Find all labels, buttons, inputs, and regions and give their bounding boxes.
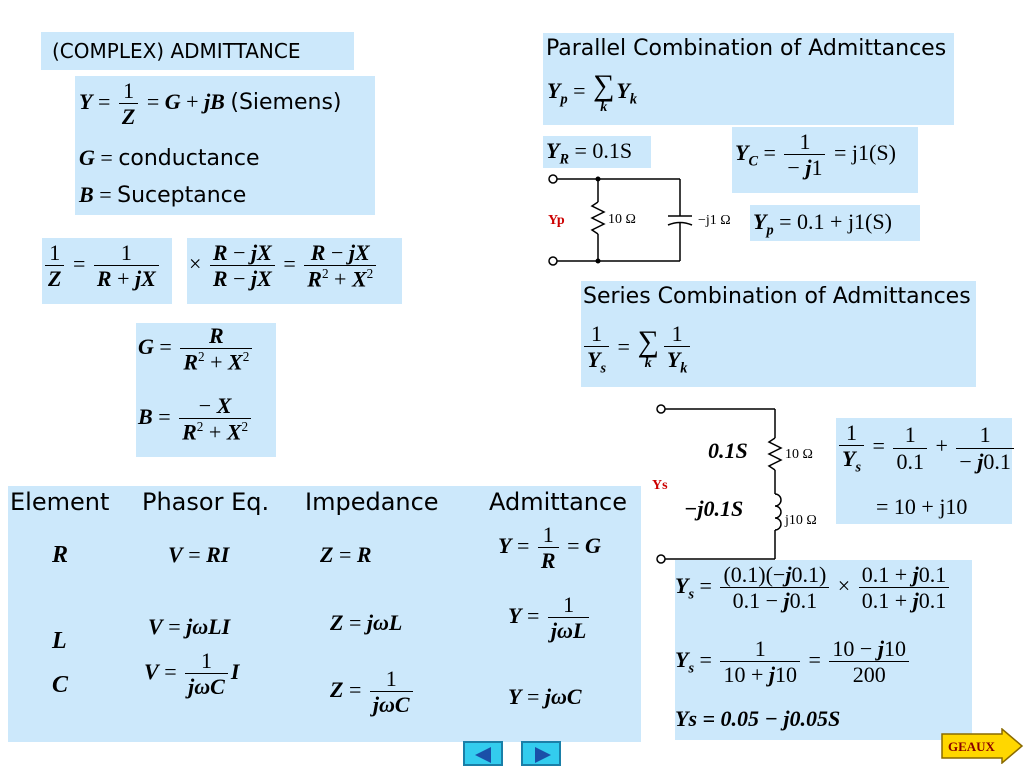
element-l: L (52, 628, 67, 654)
yc-box: YC = 1− j1 = j1(S) (732, 127, 918, 193)
parallel-node-label: Yp (548, 213, 565, 228)
parallel-c-label: −j1 Ω (698, 213, 731, 228)
parallel-circuit: Yp 10 Ω −j1 Ω (548, 174, 731, 266)
geaux-label: GEAUX (948, 739, 996, 754)
yr-box: YR = 0.1S (543, 136, 651, 168)
yp-box: Yp = 0.1 + j1(S) (750, 205, 920, 241)
header-element: Element (10, 488, 110, 516)
phasor-r: V = RI (168, 542, 230, 567)
susceptance-line: B = Suceptance (79, 182, 247, 208)
series-top-value: 0.1S (708, 438, 748, 463)
element-r: R (52, 542, 69, 568)
page-title: (COMPLEX) ADMITTANCE (52, 39, 301, 63)
series-heading: Series Combination of Admittances (583, 284, 971, 309)
yp-value: Yp = 0.1 + j1(S) (753, 209, 892, 239)
series-calc-3: Ys = 0.05 − j0.05S (675, 706, 841, 731)
header-impedance: Impedance (305, 488, 439, 516)
yr-value: YR = 0.1S (546, 138, 633, 168)
yc-value: YC = 1− j1 = j1(S) (735, 129, 896, 181)
impedance-r: Z = R (320, 542, 372, 567)
parallel-heading: Parallel Combination of Admittances (546, 36, 947, 61)
series-circuit: Ys 10 Ω j10 Ω 0.1S −j0.1S (652, 404, 817, 564)
left-arrow-icon (475, 747, 491, 763)
series-sum-result: = 10 + j10 (876, 494, 968, 519)
series-calc-box: Ys = (0.1)(−j0.1)0.1 − j0.1 × 0.1 + j0.1… (675, 560, 972, 740)
series-calc-1: Ys = (0.1)(−j0.1)0.1 − j0.1 × 0.1 + j0.1… (675, 562, 952, 614)
series-node-label: Ys (652, 478, 668, 493)
impedance-l: Z = jωL (330, 610, 403, 635)
header-phasor: Phasor Eq. (142, 488, 270, 516)
parallel-r-label: 10 Ω (608, 212, 636, 227)
geaux-arrow-icon (941, 728, 1024, 764)
element-c: C (52, 672, 69, 698)
previous-slide-button[interactable] (463, 741, 503, 766)
element-table: Element Phasor Eq. Impedance Admittance … (8, 486, 641, 742)
conductance-line: G = conductance (79, 145, 260, 171)
phasor-l: V = jωLI (148, 614, 231, 639)
parallel-heading-box: Parallel Combination of Admittances Yp =… (543, 33, 954, 125)
right-arrow-icon (535, 747, 551, 763)
admittance-c: Y = jωC (508, 684, 582, 709)
title-box: (COMPLEX) ADMITTANCE (41, 32, 354, 70)
header-admittance: Admittance (489, 488, 627, 516)
siemens-unit: (Siemens) (230, 89, 342, 115)
series-bottom-value: −j0.1S (684, 496, 743, 521)
series-r-label: 10 Ω (785, 447, 813, 462)
series-l-label: j10 Ω (784, 513, 817, 528)
geaux-button[interactable]: GEAUX (940, 728, 1024, 764)
next-slide-button[interactable] (521, 741, 561, 766)
